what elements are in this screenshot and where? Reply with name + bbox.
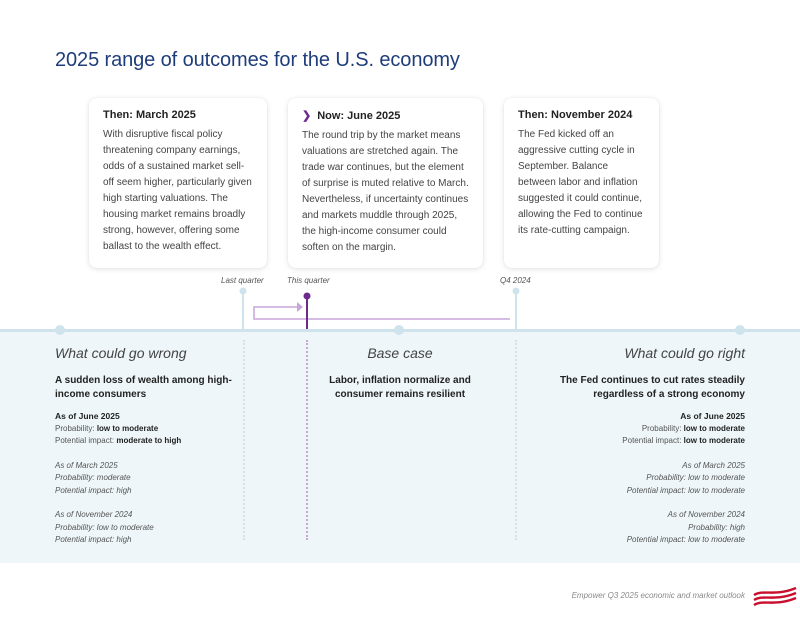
card-march-2025: Then: March 2025 With disruptive fiscal …: [89, 98, 267, 268]
history-november-2024: As of November 2024 Probability: high Po…: [626, 510, 745, 544]
card-body: The Fed kicked off an aggressive cutting…: [518, 129, 643, 236]
card-title: Now: June 2025: [317, 109, 401, 122]
q4-2024-label: Q4 2024: [500, 276, 531, 285]
arrow-right-icon: [297, 302, 303, 312]
last-quarter-label: Last quarter: [221, 276, 264, 285]
scenario-description: The Fed continues to cut rates steadily …: [559, 375, 745, 400]
footer-text: Empower Q3 2025 economic and market outl…: [571, 591, 745, 600]
q4-dot: [512, 287, 520, 295]
history-november-2024: As of November 2024 Probability: low to …: [55, 510, 154, 544]
column-base-case: Base case Labor, inflation normalize and…: [310, 345, 490, 410]
column-what-could-go-wrong: What could go wrong A sudden loss of wea…: [55, 345, 235, 559]
card-june-2025: ❯ Now: June 2025 The round trip by the m…: [288, 98, 483, 268]
column-what-could-go-right: What could go right The Fed continues to…: [545, 345, 745, 559]
scenario-band: [0, 331, 800, 563]
scenario-description: Labor, inflation normalize and consumer …: [329, 375, 471, 400]
history-march-2025: As of March 2025 Probability: low to mod…: [626, 460, 745, 495]
scenario-description: A sudden loss of wealth among high-incom…: [55, 375, 232, 400]
column-heading: Base case: [367, 345, 433, 361]
progress-path: [253, 306, 510, 320]
this-quarter-label: This quarter: [287, 276, 330, 285]
card-november-2024: Then: November 2024 The Fed kicked off a…: [504, 98, 659, 268]
card-body: With disruptive fiscal policy threatenin…: [103, 129, 252, 252]
axis-dot-base: [394, 325, 404, 335]
this-quarter-dot: [303, 292, 311, 300]
column-heading: What could go right: [624, 345, 745, 361]
card-body: The round trip by the market means valua…: [302, 130, 469, 253]
divider-right: [515, 340, 517, 540]
chevron-right-icon: ❯: [302, 110, 312, 122]
current-assessment: As of June 2025 Probability: low to mode…: [55, 411, 182, 445]
divider-this-quarter: [306, 340, 308, 540]
timeline-connector: [239, 287, 520, 329]
current-assessment: As of June 2025 Probability: low to mode…: [622, 411, 745, 445]
card-title: Then: November 2024: [518, 109, 633, 121]
flag-logo-icon: [753, 586, 797, 607]
page-title: 2025 range of outcomes for the U.S. econ…: [55, 49, 460, 71]
divider-left: [243, 340, 245, 540]
column-heading: What could go wrong: [55, 345, 187, 361]
axis-dot-wrong: [55, 325, 65, 335]
axis-dot-right: [735, 325, 745, 335]
history-march-2025: As of March 2025 Probability: moderate P…: [55, 460, 132, 495]
card-title: Then: March 2025: [103, 109, 196, 121]
last-quarter-dot: [239, 287, 247, 295]
